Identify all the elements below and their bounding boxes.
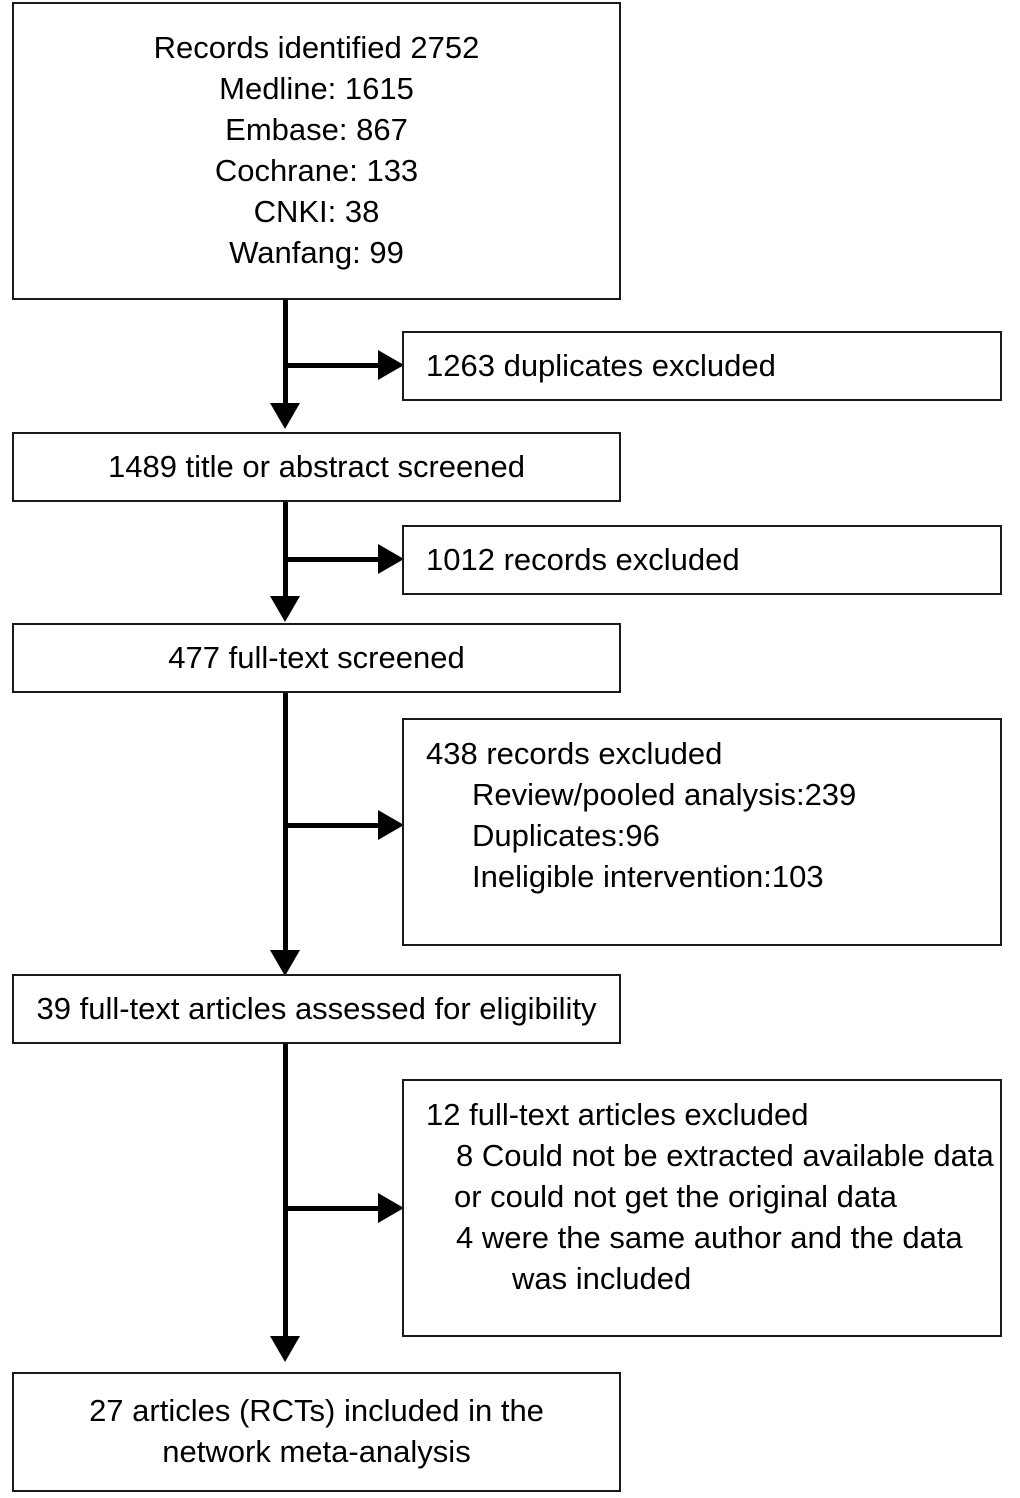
box-fulltext-screened: 477 full-text screened [12,623,621,693]
connector-to-records-excluded-detail [286,823,386,828]
records-excluded-detail-line-2: Review/pooled analysis:239 [472,776,857,812]
box-records-identified: Records identified 2752 Medline: 1615 Em… [12,2,621,300]
arrowhead-to-duplicates [378,350,404,380]
fulltext-excluded-detail-line-2: 8 Could not be extracted available data [456,1137,994,1173]
arrowhead-to-records-excluded-detail [378,810,404,840]
records-excluded-detail-line-4: Ineligible intervention:103 [472,858,824,894]
arrowhead-screened-to-fulltext [270,596,300,622]
included-line-1: 27 articles (RCTs) included in the [89,1393,544,1429]
connector-eligibility-to-included [283,1044,288,1337]
included-line-2: network meta-analysis [162,1434,471,1469]
fulltext-screened-line-1: 477 full-text screened [168,639,465,675]
arrowhead-eligibility-to-included [270,1336,300,1362]
records-excluded-detail-line-3: Duplicates:96 [472,817,660,853]
arrowhead-identified-to-screened [270,403,300,429]
records-identified-line-1: Records identified 2752 [153,30,480,66]
duplicates-excluded-line-1: 1263 duplicates excluded [426,347,776,383]
box-fulltext-excluded-detail: 12 full-text articles excluded 8 Could n… [402,1079,1002,1337]
connector-to-records-excluded [286,557,386,562]
records-identified-line-4: Cochrane: 133 [214,153,419,188]
box-assessed-for-eligibility: 39 full-text articles assessed for eligi… [12,974,621,1044]
title-abstract-screened-line-1: 1489 title or abstract screened [107,448,526,484]
records-identified-line-3: Embase: 867 [225,112,408,148]
connector-identified-to-screened [283,300,288,404]
box-included: 27 articles (RCTs) included in the netwo… [12,1372,621,1492]
fulltext-excluded-detail-line-5: was included [512,1260,692,1296]
arrowhead-to-records-excluded [378,544,404,574]
connector-fulltext-to-eligibility [283,693,288,951]
arrowhead-to-fulltext-excluded-detail [378,1193,404,1223]
box-records-excluded-detail: 438 records excluded Review/pooled analy… [402,718,1002,946]
records-identified-line-6: Wanfang: 99 [229,234,404,270]
box-records-excluded: 1012 records excluded [402,525,1002,595]
connector-screened-to-fulltext [283,502,288,597]
box-duplicates-excluded: 1263 duplicates excluded [402,331,1002,401]
records-identified-line-5: CNKI: 38 [253,193,380,229]
fulltext-excluded-detail-line-3: or could not get the original data [454,1178,897,1214]
assessed-for-eligibility-line-1: 39 full-text articles assessed for eligi… [36,990,597,1026]
connector-to-duplicates [286,363,386,368]
fulltext-excluded-detail-line-4: 4 were the same author and the data [456,1219,963,1255]
fulltext-excluded-detail-line-1: 12 full-text articles excluded [426,1097,809,1132]
box-title-abstract-screened: 1489 title or abstract screened [12,432,621,502]
records-identified-line-2: Medline: 1615 [219,71,414,107]
arrowhead-fulltext-to-eligibility [270,950,300,976]
connector-to-fulltext-excluded-detail [286,1206,386,1211]
records-excluded-line-1: 1012 records excluded [426,541,740,577]
records-excluded-detail-line-1: 438 records excluded [426,736,723,771]
